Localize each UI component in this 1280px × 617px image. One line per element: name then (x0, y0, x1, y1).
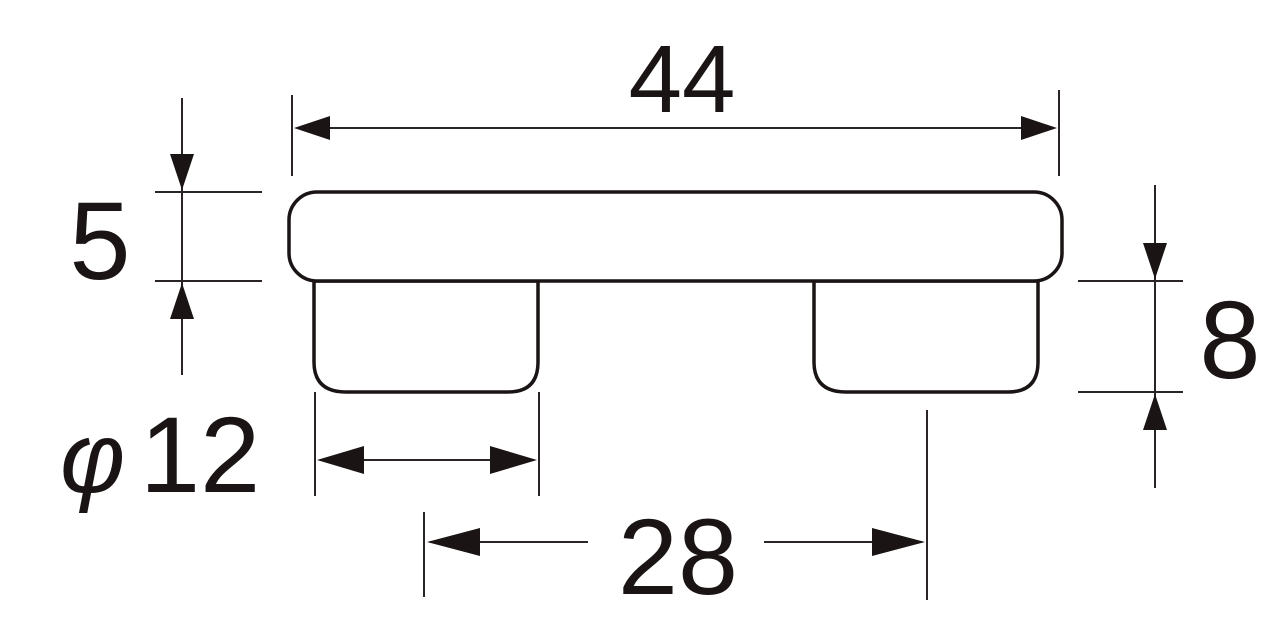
arrow-up-icon (1143, 394, 1167, 430)
arrow-left-icon (317, 446, 364, 474)
dimension-cap-thickness: 5 (69, 98, 262, 375)
dimension-leg-height: 8 (1078, 185, 1261, 488)
dimension-leg-spacing: 28 (423, 410, 928, 617)
part-outline (287, 190, 1064, 394)
arrow-down-icon (170, 154, 194, 190)
cap-body (287, 190, 1064, 283)
right-leg (812, 279, 1040, 394)
leg-spacing-label: 28 (618, 496, 738, 617)
leg-diameter-value: 12 (140, 394, 260, 515)
arrow-up-icon (170, 283, 194, 319)
left-leg (312, 279, 540, 394)
arrow-right-icon (872, 528, 925, 556)
arrow-left-icon (294, 116, 330, 140)
overall-width-label: 44 (629, 26, 736, 133)
arrow-right-icon (1021, 116, 1057, 140)
leg-diameter-label: φ (60, 402, 125, 514)
dimension-overall-width: 44 (291, 26, 1060, 176)
dimension-leg-diameter: φ 12 (60, 392, 540, 515)
leg-height-label: 8 (1199, 279, 1260, 402)
cap-thickness-label: 5 (69, 180, 130, 303)
arrow-left-icon (427, 528, 480, 556)
arrow-right-icon (490, 446, 537, 474)
arrow-down-icon (1143, 243, 1167, 279)
